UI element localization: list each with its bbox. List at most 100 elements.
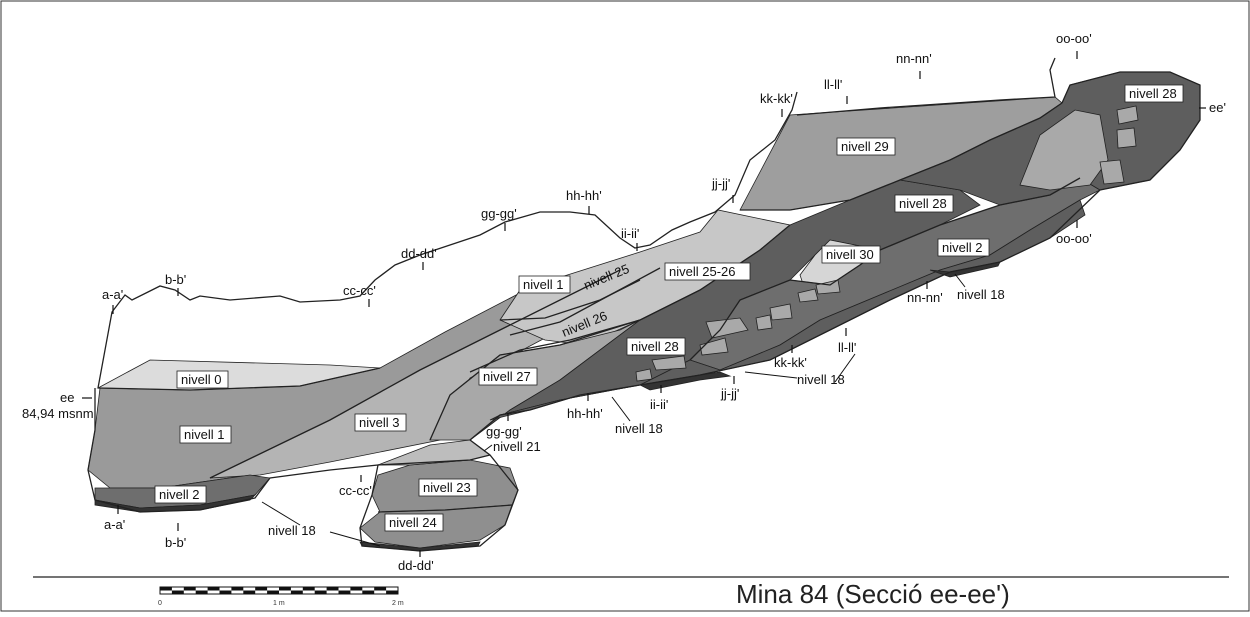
scale-label-2m: 2 m [392, 600, 404, 607]
label-nivell-0: nivell 0 [176, 370, 229, 389]
label-nivell-30: nivell 30 [821, 245, 881, 264]
marker-hh-top: hh-hh' [566, 188, 602, 203]
label-text: nivell 29 [841, 139, 889, 154]
label-nivell-21: nivell 21 [493, 439, 541, 454]
scale-bar-segment [350, 587, 363, 591]
boundary-n26 [469, 319, 641, 373]
boundary-n1-n3 [209, 269, 621, 479]
leader-n18b [611, 396, 631, 422]
label-text: nivell 1 [184, 427, 224, 442]
scale-bar-segment [279, 587, 291, 591]
marker-dd-bottom: dd-dd' [398, 558, 434, 573]
scale-bar-segment [314, 590, 327, 594]
label-box [418, 478, 478, 497]
stone [1116, 127, 1137, 149]
label-box [1124, 84, 1184, 103]
marker-cc-top: cc-cc' [343, 283, 376, 298]
leader-n18a-2 [329, 531, 381, 547]
marker-jj-bottom: jj-jj' [720, 386, 739, 401]
marker-ll-top: ll-ll' [824, 77, 842, 92]
boundary-n3-n27 [429, 319, 641, 441]
label-text: nivell 28 [631, 339, 679, 354]
boundary-n29 [740, 102, 1063, 211]
stone [635, 368, 653, 382]
scale-bar-segment [267, 590, 279, 594]
label-text: nivell 1 [523, 277, 563, 292]
label-text: nivell 2 [159, 487, 199, 502]
scale-label-1m: 1 m [273, 600, 285, 607]
top-markers: a-a' b-b' cc-cc' dd-dd' gg-gg' hh-hh' ii… [102, 31, 1226, 314]
scale-bar-segment [231, 587, 244, 591]
scale-bar-segments [160, 587, 398, 594]
marker-jj-top: jj-jj' [711, 176, 730, 191]
boundary-n21 [377, 454, 491, 466]
label-nivell-18c: nivell 18 [797, 372, 845, 387]
layer-nivell-18-left [94, 494, 257, 513]
label-nivell-18a: nivell 18 [268, 523, 316, 538]
label-nivell-3: nivell 3 [354, 413, 407, 432]
marker-gg-top: gg-gg' [481, 206, 517, 221]
stone [1116, 105, 1139, 125]
label-nivell-28b: nivell 28 [894, 194, 954, 213]
boundaries [87, 57, 1201, 552]
leader-n18d [954, 273, 966, 288]
label-nivell-24: nivell 24 [384, 513, 444, 532]
stone [815, 279, 841, 295]
marker-aa-top: a-a' [102, 287, 123, 302]
boulder-large [1019, 109, 1109, 191]
marker-hh-bottom: hh-hh' [567, 406, 603, 421]
label-box [821, 245, 881, 264]
label-nivell-28a: nivell 28 [626, 337, 686, 356]
marker-ii-top: ii-ii' [621, 226, 639, 241]
scale-bar-segment [338, 590, 351, 594]
scale-bar-segment [160, 587, 172, 591]
label-text: nivell 23 [423, 480, 471, 495]
leader-ll-low [834, 353, 856, 383]
label-text: nivell 28 [1129, 86, 1177, 101]
stone [797, 288, 819, 303]
scale-bar-segment [243, 590, 256, 594]
label-text: nivell 2 [942, 240, 982, 255]
stone [1099, 159, 1125, 185]
marker-gg-bottom: gg-gg' [486, 424, 522, 439]
marker-ee-end: ee' [1209, 100, 1226, 115]
scale-bar-segment [255, 587, 268, 591]
label-nivell-2: nivell 2 [154, 485, 207, 504]
label-box [518, 275, 571, 294]
label-text: nivell 0 [181, 372, 221, 387]
leader-n21 [483, 444, 493, 452]
label-box [179, 425, 232, 444]
label-text: nivell 24 [389, 515, 437, 530]
label-box [354, 413, 407, 432]
scale-bar-segment [207, 587, 220, 591]
rock-profile-top [97, 91, 798, 389]
rock-profile-top-right [796, 57, 1056, 116]
label-box [154, 485, 207, 504]
marker-oo-bottom: oo-oo' [1056, 231, 1092, 246]
scale-bar-segment [183, 587, 196, 591]
marker-nn-bottom: nn-nn' [907, 290, 943, 305]
marker-dd-top: dd-dd' [401, 246, 437, 261]
label-box [478, 367, 538, 386]
datum-elevation: 84,94 msnm [22, 406, 94, 421]
stone [699, 337, 729, 356]
leader-n18a [261, 501, 301, 526]
label-text: nivell 27 [483, 369, 531, 384]
bottom-markers: a-a' b-b' cc-cc' dd-dd' gg-gg' hh-hh' ii… [104, 220, 1092, 573]
label-nivell-18d: nivell 18 [957, 287, 1005, 302]
label-nivell-25-26: nivell 25-26 [664, 262, 751, 281]
datum-label: ee [60, 390, 74, 405]
label-nivell-18b: nivell 18 [615, 421, 663, 436]
marker-bb-bottom: b-b' [165, 535, 186, 550]
marker-kk-bottom: kk-kk' [774, 355, 807, 370]
label-box [937, 238, 990, 257]
label-nivell-27: nivell 27 [478, 367, 538, 386]
marker-nn-top: nn-nn' [896, 51, 932, 66]
label-box [664, 262, 751, 281]
marker-kk-top: kk-kk' [760, 91, 793, 106]
marker-bb-top: b-b' [165, 272, 186, 287]
scale-bar-segment [219, 590, 232, 594]
label-text: nivell 3 [359, 415, 399, 430]
stone [755, 314, 773, 331]
